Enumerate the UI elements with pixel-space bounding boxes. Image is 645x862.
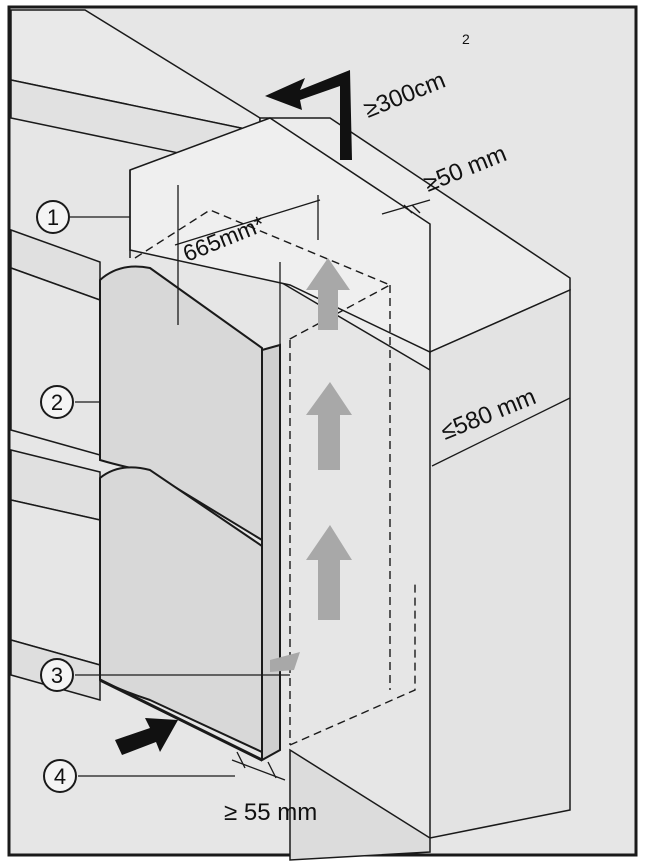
airflow-arrow-3 [306,258,350,330]
airflow-arrow-4 [270,652,300,672]
plinth-gap-label: ≥ 55 mm [224,799,317,826]
niche-top-panel [129,117,431,354]
left-base-units [10,228,101,701]
callout-1-number: 1 [47,205,59,230]
callout-4: 4 [43,759,77,793]
top-vent-area-superscript: 2 [462,31,470,47]
exhaust-arrow [265,70,352,160]
callout-4-number: 4 [54,764,66,789]
airflow-arrows [270,258,352,672]
niche-outline [134,209,416,746]
callout-1: 1 [36,200,70,234]
callout-2-number: 2 [51,390,63,415]
intake-arrow [115,718,178,755]
airflow-arrow-1 [306,525,352,620]
callout-3: 3 [40,658,74,692]
airflow-arrow-2 [306,382,352,470]
refrigerator [99,265,281,762]
callout-leaders [70,216,290,777]
dimension-lines [174,185,571,781]
callout-2: 2 [40,385,74,419]
callout-3-number: 3 [51,663,63,688]
